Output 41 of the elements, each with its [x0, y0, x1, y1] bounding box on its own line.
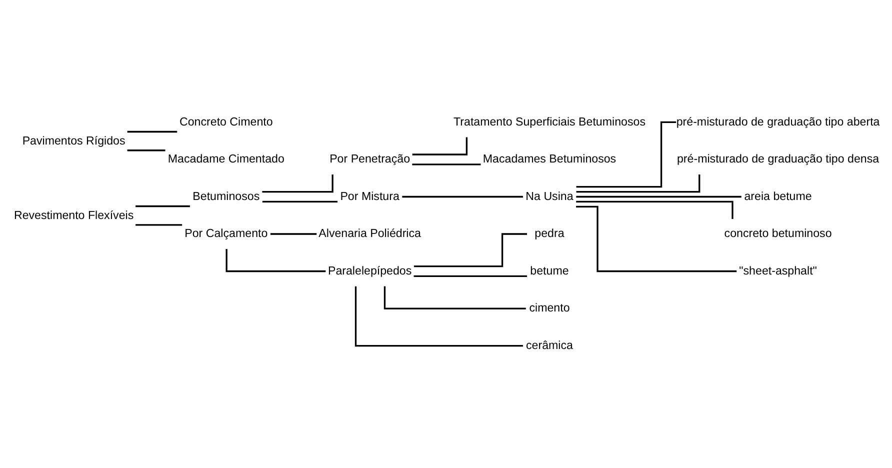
node-text: "sheet-asphalt"	[739, 265, 817, 278]
connector	[414, 233, 528, 268]
node-text: Concreto Cimento	[180, 116, 273, 128]
connector	[354, 286, 523, 347]
node-text: cimento	[529, 302, 570, 315]
node-text: Macadame Cimentado	[168, 154, 284, 166]
node-text: pré-misturado de graduação tipo densa	[676, 154, 880, 166]
node-text: Tratamento Superficiais Betuminosos	[454, 116, 646, 128]
connector	[226, 248, 326, 272]
node-text: cerâmica	[526, 340, 573, 352]
connector	[576, 200, 734, 219]
node-text: areia betume	[744, 190, 812, 203]
node-text: Macadames Betuminosos	[482, 154, 616, 166]
node-text: Por Calçamento	[184, 228, 268, 240]
connector	[262, 200, 338, 203]
connector	[576, 206, 737, 272]
node-text: Na Usina	[526, 190, 574, 203]
node-text: Revestimento Flexíveis	[14, 210, 134, 222]
connector	[136, 205, 190, 208]
node-text: Por Mistura	[340, 190, 400, 203]
node-text: Por Penetração	[330, 154, 410, 166]
connector	[136, 224, 182, 226]
connector	[384, 286, 526, 310]
connector	[412, 137, 468, 156]
node-text: Betuminosos	[192, 190, 260, 203]
connector	[412, 164, 481, 166]
node-text: Alvenaria Poliédrica	[318, 228, 421, 240]
connector	[414, 275, 528, 278]
connector	[127, 130, 178, 133]
connector	[576, 174, 700, 193]
node-text: concreto betuminoso	[724, 228, 832, 240]
connector	[402, 196, 523, 198]
node-text: pedra	[534, 228, 564, 240]
node-text: betume	[530, 265, 569, 278]
node-text: Pavimentos Rígidos	[22, 135, 126, 148]
node-text: Paralelepípedos	[328, 265, 412, 278]
node-text: pré-misturado de graduação tipo aberta	[676, 116, 880, 128]
connector	[262, 174, 334, 193]
connector	[270, 233, 317, 235]
connector	[576, 196, 742, 198]
connector	[127, 150, 166, 152]
